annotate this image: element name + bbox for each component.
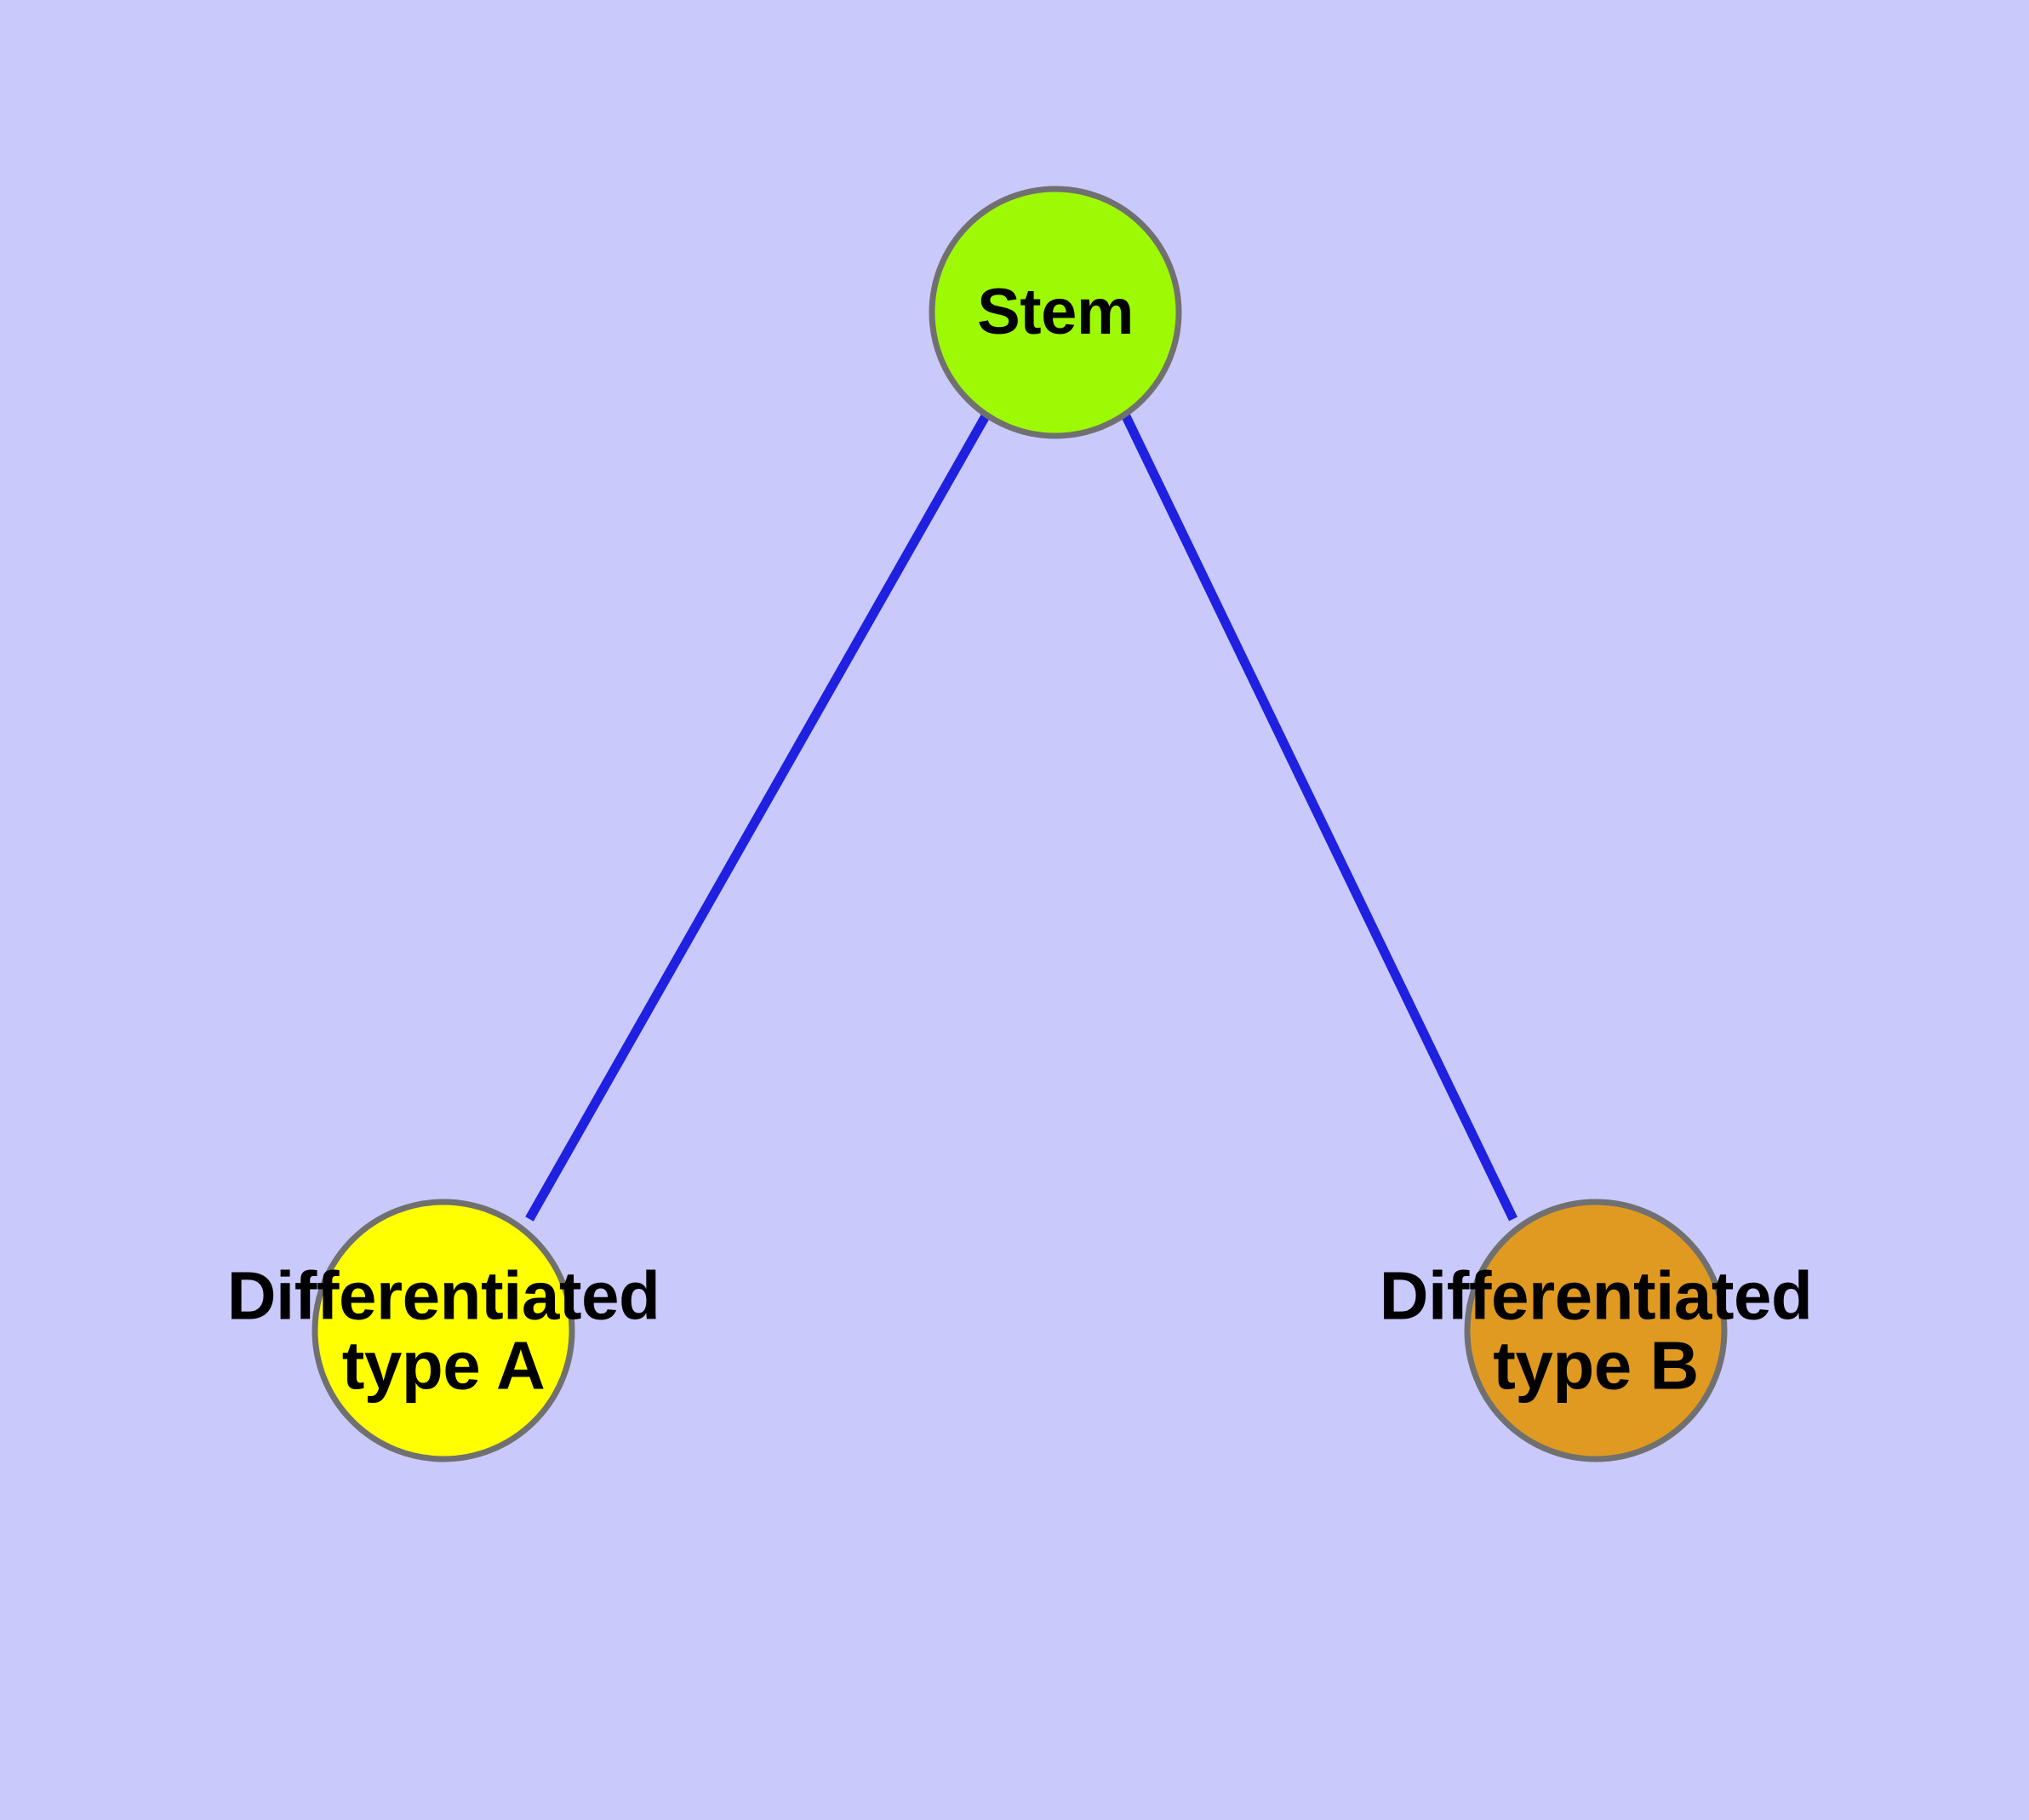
edges-group: [525, 412, 1517, 1222]
node-differentiated-type-a[interactable]: [311, 1199, 575, 1462]
edge-stem-to-differentiated-b[interactable]: [1121, 412, 1517, 1222]
edge-stem-to-differentiated-a[interactable]: [525, 412, 991, 1222]
node-differentiated-type-b[interactable]: [1464, 1199, 1728, 1462]
nodes-group: [311, 186, 1728, 1462]
node-stem[interactable]: [929, 186, 1182, 439]
